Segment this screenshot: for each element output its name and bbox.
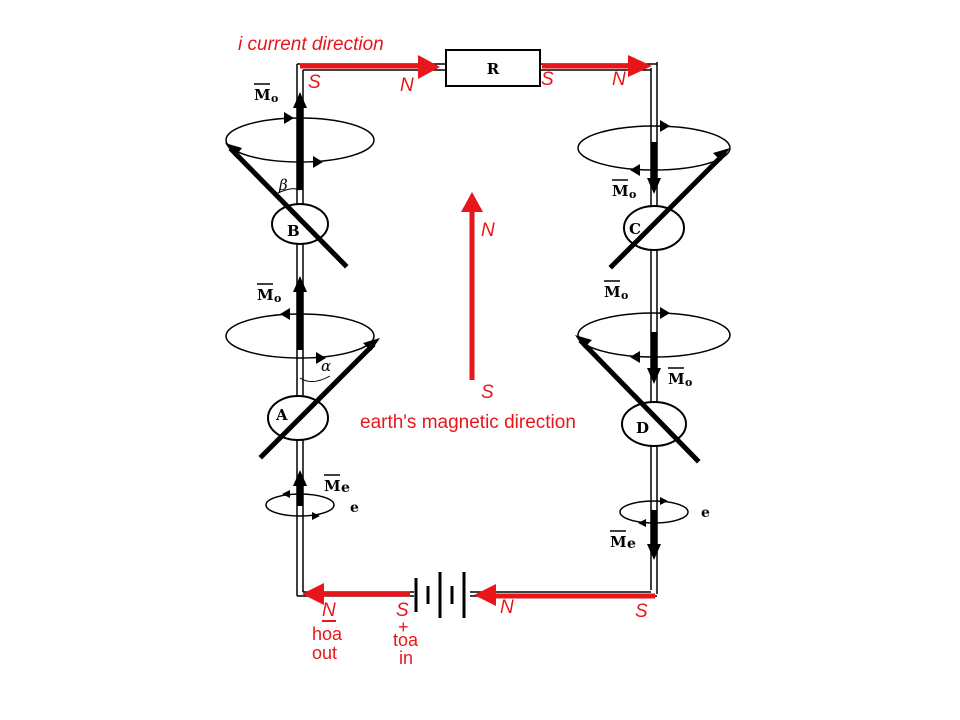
bottom-right-s-label: S (635, 601, 648, 622)
e-left-label: e (350, 500, 359, 516)
current-path-red (300, 63, 655, 599)
earth-direction-label: earth's magnetic direction (360, 412, 576, 433)
bottom-mid-s-label: S (396, 600, 409, 621)
compass-d-label: D (636, 419, 649, 437)
resistor-label: R (487, 60, 500, 78)
mo-b-sub: o (271, 92, 278, 105)
mo-c-label: M (612, 182, 629, 200)
mo-c-sub: o (629, 188, 636, 201)
me-left-label: M (324, 477, 341, 495)
loop-arrows (280, 112, 670, 527)
top-right-n-label: N (612, 69, 626, 90)
current-direction-label: i current direction (238, 34, 384, 55)
me-left-sub: e (341, 480, 350, 496)
top-left-s-label: S (308, 72, 321, 93)
earth-field-arrow (461, 192, 483, 380)
moment-labels: M o M o M o M o M o M e M e (254, 83, 692, 552)
e-right-label: e (701, 505, 710, 521)
mo-c2-sub: o (621, 289, 628, 302)
top-left-n-label: N (400, 75, 414, 96)
mo-d-label: M (668, 370, 685, 388)
mo-a-label: M (257, 286, 274, 304)
current-arrowheads (302, 55, 652, 606)
bottom-left-n-label: N (322, 600, 336, 621)
moment-arrows (293, 92, 661, 560)
compass-bodies (267, 203, 687, 447)
beta-label: β (278, 176, 288, 194)
resistor: R (445, 49, 541, 87)
compass-a-label: A (275, 406, 288, 424)
alpha-label: α (321, 357, 331, 375)
bottom-mid-n-label: N (500, 597, 514, 618)
me-right-sub: e (627, 536, 636, 552)
top-right-s-label: S (541, 69, 554, 90)
compass-c-label: C (629, 220, 641, 238)
mo-c2-label: M (604, 283, 621, 301)
compass-b-label: B (287, 222, 300, 240)
mo-a-sub: o (274, 292, 281, 305)
mo-b-label: M (254, 86, 271, 104)
field-loops (225, 117, 731, 524)
earth-s-label: S (481, 382, 494, 403)
in-label: in (399, 648, 413, 668)
earth-n-label: N (481, 220, 495, 241)
me-right-label: M (610, 533, 627, 551)
compass-needles (225, 143, 730, 464)
plus-label: + (398, 617, 409, 637)
toa-label: toa (393, 630, 419, 650)
battery (414, 572, 466, 618)
mo-d-sub: o (685, 376, 692, 389)
out-label: out (312, 643, 337, 663)
hoa-label: hoa (312, 624, 343, 644)
